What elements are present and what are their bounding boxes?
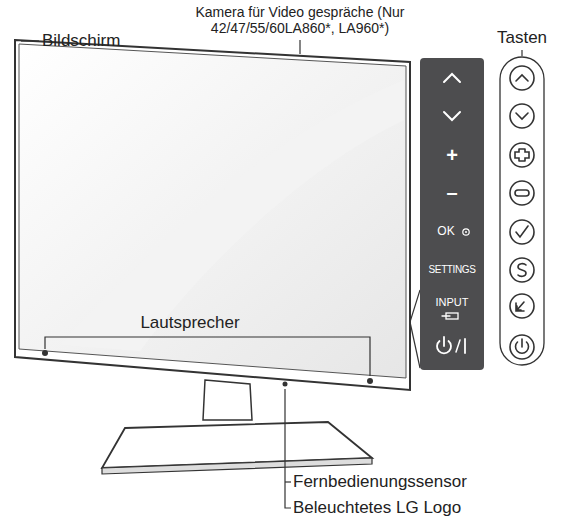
- button-label: SETTINGS: [429, 264, 476, 276]
- part-name: Fernbedienungssensor: [293, 472, 467, 492]
- speaker-dot: [367, 378, 373, 384]
- part-name: Lautsprecher: [140, 313, 239, 333]
- tv-stand: [102, 380, 372, 474]
- button-label: –: [446, 181, 457, 204]
- button-label: +: [446, 144, 458, 167]
- button-label: OK: [437, 225, 454, 239]
- speaker-dot: [42, 350, 48, 356]
- part-name: Beleuchtetes LG Logo: [293, 498, 461, 518]
- part-name: Tasten: [497, 28, 547, 48]
- button-column: [500, 57, 544, 365]
- leader-lines: [21, 40, 522, 508]
- button-label: INPUT: [436, 296, 469, 309]
- sensor-dot: [283, 382, 288, 387]
- part-name: Bildschirm: [42, 31, 120, 51]
- camera-label: Kamera für Video gespräche (Nur 42/47/55…: [188, 4, 412, 36]
- button-panel: [420, 58, 484, 370]
- tv-body: [15, 40, 410, 390]
